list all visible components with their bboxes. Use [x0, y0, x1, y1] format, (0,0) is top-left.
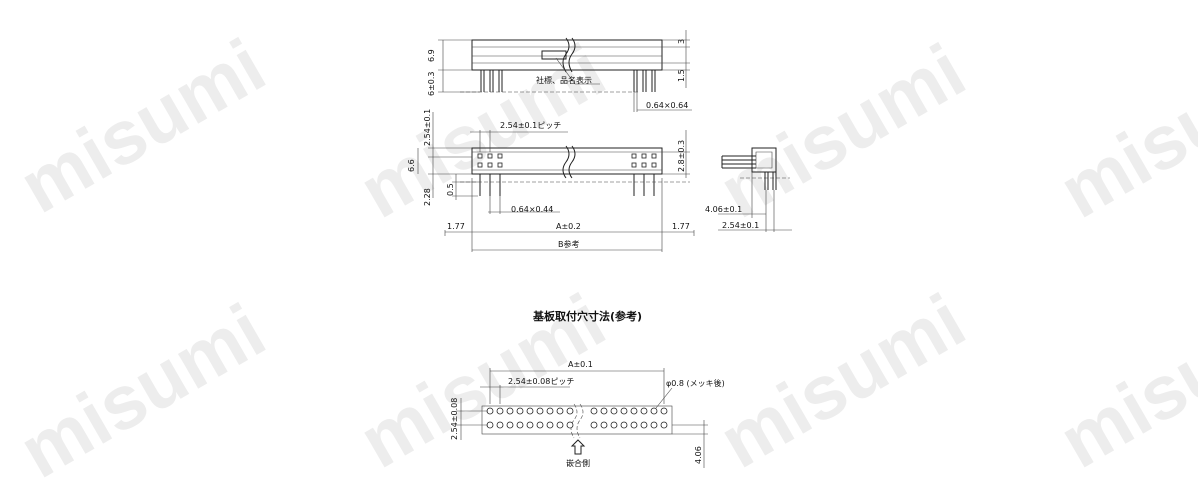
- top-pin-grid-left: [477, 153, 503, 168]
- pcb-hole: [590, 421, 598, 429]
- pcb-hole-grid: [486, 407, 668, 429]
- pcb-hole: [600, 421, 608, 429]
- svg-text:misumi: misumi: [706, 278, 979, 485]
- pcb-layout-title: 基板取付穴寸法(参考): [532, 309, 642, 323]
- pcb-layout: A±0.1 2.54±0.08ピッチ φ0.8 (メッキ後) 2.54±0.08…: [450, 360, 725, 468]
- pcb-hole: [640, 407, 648, 415]
- pcb-hole: [556, 421, 564, 429]
- pcb-hole: [516, 421, 524, 429]
- svg-text:misumi: misumi: [6, 23, 279, 230]
- svg-text:misumi: misumi: [346, 28, 619, 235]
- pcb-hole: [600, 407, 608, 415]
- marking-note: 社標、品名表示: [536, 75, 592, 85]
- pcb-hole: [556, 407, 564, 415]
- pcb-hole: [650, 421, 658, 429]
- dim-pin-step: 0.5: [446, 183, 455, 196]
- dim-pitch-label: 2.54±0.1ピッチ: [500, 121, 561, 130]
- pcb-hole: [566, 407, 574, 415]
- dim-inner-height: 2.8±0.3: [677, 140, 686, 172]
- dim-bottom-gap: 1.5: [677, 69, 686, 82]
- pcb-hole: [526, 407, 534, 415]
- pcb-hole: [546, 421, 554, 429]
- pcb-hole: [546, 407, 554, 415]
- svg-text:misumi: misumi: [1046, 278, 1198, 485]
- mating-side-label: 嵌合側: [566, 458, 590, 468]
- top-pin-grid-right: [631, 153, 657, 168]
- dim-row-pitch: 2.54±0.1: [423, 109, 432, 146]
- pcb-hole: [536, 421, 544, 429]
- pcb-hole: [650, 407, 658, 415]
- pcb-hole: [620, 421, 628, 429]
- pcb-hole: [566, 421, 574, 429]
- pcb-hole: [630, 407, 638, 415]
- pcb-hole: [610, 407, 618, 415]
- svg-text:misumi: misumi: [1046, 28, 1198, 235]
- top-view-pins: [479, 174, 655, 196]
- dim-pin-length: 6±0.3: [427, 71, 436, 96]
- pcb-hole: [506, 407, 514, 415]
- pcb-hole: [496, 407, 504, 415]
- pcb-edge-dim: 4.06: [694, 446, 703, 464]
- pcb-hole: [620, 407, 628, 415]
- dim-top-pin-size: 0.64×0.44: [511, 205, 553, 214]
- dim-depth: 4.06±0.1: [705, 205, 742, 214]
- dim-pin-offset: 2.28: [423, 188, 432, 206]
- side-pins-right: [633, 70, 656, 92]
- dim-height-total: 6.9: [427, 49, 436, 62]
- svg-text:misumi: misumi: [6, 288, 279, 495]
- pcb-hole: [610, 421, 618, 429]
- dim-edge-right: 1.77: [672, 222, 690, 231]
- end-view: 4.06±0.1 2.54±0.1: [705, 147, 792, 232]
- pcb-hole: [536, 407, 544, 415]
- pcb-row-pitch: 2.54±0.08: [450, 398, 459, 440]
- dim-side-pin-size: 0.64×0.64: [646, 101, 688, 110]
- pcb-pitch-label: 2.54±0.08ピッチ: [508, 377, 574, 386]
- svg-text:misumi: misumi: [706, 28, 979, 235]
- side-view: 6.9 6±0.3 3 1.5 社標、品名表示 0.64×0.64: [427, 30, 692, 112]
- marking-area: [541, 50, 567, 60]
- pcb-hole: [526, 421, 534, 429]
- dim-width: 6.6: [407, 159, 416, 172]
- pcb-hole-note: φ0.8 (メッキ後): [666, 378, 725, 388]
- pcb-hole: [630, 421, 638, 429]
- dim-length-b: B参考: [558, 239, 580, 249]
- pcb-hole: [516, 407, 524, 415]
- top-view: 2.54±0.1ピッチ 2.54±0.1 6.6 2.28 0.5 2.8±0.…: [407, 109, 695, 252]
- dim-top-gap: 3: [677, 39, 686, 44]
- side-pins-left: [480, 70, 503, 92]
- dim-edge-left: 1.77: [447, 222, 465, 231]
- dim-end-pitch: 2.54±0.1: [722, 221, 759, 230]
- pcb-hole: [506, 421, 514, 429]
- pcb-hole: [496, 421, 504, 429]
- pcb-hole: [660, 407, 668, 415]
- pcb-hole: [640, 421, 648, 429]
- mating-side-arrow: [570, 439, 586, 455]
- pcb-hole: [660, 421, 668, 429]
- pcb-length-a: A±0.1: [568, 360, 593, 369]
- dim-length-a: A±0.2: [556, 222, 581, 231]
- pcb-hole: [590, 407, 598, 415]
